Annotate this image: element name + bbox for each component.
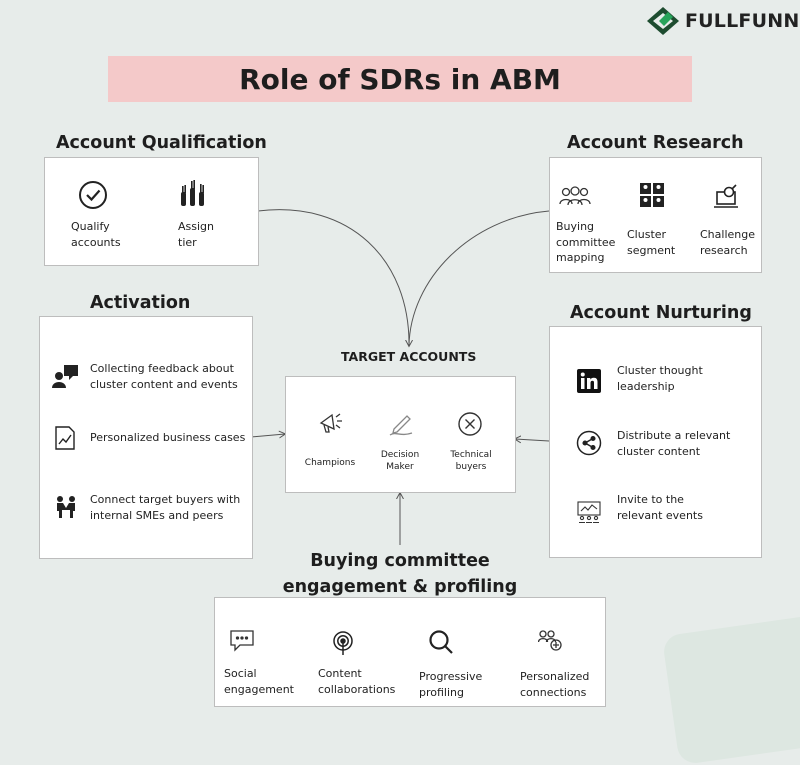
champions-label: Champions: [304, 458, 356, 468]
challenge-research-label: Challenge research: [700, 228, 755, 257]
fullfunnel-logo-icon: [647, 7, 679, 35]
x-circle-icon: [458, 412, 482, 436]
account-research-heading: Account Research: [567, 133, 744, 153]
target-accounts-heading: TARGET ACCOUNTS: [341, 349, 477, 364]
account-qualification-heading: Account Qualification: [56, 133, 267, 153]
progressive-profiling-label: Progressive profiling: [419, 670, 483, 699]
megaphone-icon: [318, 411, 344, 435]
personalized-connections-label: Personalized connections: [520, 670, 590, 699]
invite-relevant-events-label: Invite to the relevant events: [617, 493, 703, 522]
account-nurturing-box: Cluster thought leadership Distribute a …: [549, 326, 762, 558]
buying-committee-box: Social engagement Content collaborations…: [214, 597, 606, 707]
content-collaborations-label: Content collaborations: [318, 667, 396, 696]
group-people-icon: [558, 185, 592, 207]
segment-grid-icon: [639, 182, 665, 208]
distribute-relevant-content-label: Distribute a relevant cluster content: [617, 429, 731, 458]
linkedin-icon: [577, 369, 601, 393]
raised-hands-icon: [179, 178, 207, 210]
title-band: Role of SDRs in ABM: [108, 56, 692, 102]
handshake-people-icon: [54, 495, 78, 519]
target-accounts-box: Champions Decision Maker Technical buyer…: [285, 376, 516, 493]
social-engagement-label: Social engagement: [224, 667, 294, 696]
check-circle-icon: [78, 180, 108, 210]
share-icon: [576, 430, 602, 456]
account-nurturing-heading: Account Nurturing: [570, 303, 752, 323]
decision-maker-label: Decision Maker: [380, 450, 420, 472]
technical-buyers-label: Technical buyers: [450, 450, 492, 472]
activation-box: Collecting feedback about cluster conten…: [39, 316, 253, 559]
connector-arrows: [250, 209, 550, 545]
cluster-thought-leadership-label: Cluster thought leadership: [617, 364, 703, 393]
podcast-icon: [332, 631, 354, 657]
chat-bubble-icon: [230, 630, 254, 652]
account-research-box: Buying committee mapping Cluster segment…: [549, 157, 762, 273]
brand-name: FULLFUNNEL: [685, 10, 800, 32]
cluster-segment-label: Cluster segment: [627, 228, 676, 257]
buying-committee-heading: Buying committee engagement & profiling: [282, 551, 518, 597]
chat-person-icon: [52, 363, 80, 389]
activation-heading: Activation: [90, 293, 191, 313]
magnifier-icon: [428, 629, 454, 655]
assign-tier-label: Assign tier: [178, 220, 214, 249]
collecting-feedback-label: Collecting feedback about cluster conten…: [90, 362, 238, 391]
connect-target-buyers-label: Connect target buyers with internal SMEs…: [90, 493, 241, 522]
page-title: Role of SDRs in ABM: [239, 62, 561, 96]
qualify-accounts-label: Qualify accounts: [71, 220, 121, 249]
buying-committee-mapping-label: Buying committee mapping: [556, 220, 616, 264]
brand-logo: FULLFUNNEL: [645, 6, 800, 36]
account-qualification-box: Qualify accounts Assign tier: [44, 157, 259, 266]
connections-icon: [538, 629, 562, 651]
personalized-business-cases-label: Personalized business cases: [90, 431, 246, 444]
chart-document-icon: [54, 425, 76, 451]
pen-sign-icon: [388, 411, 414, 437]
presentation-icon: [577, 501, 601, 523]
laptop-search-icon: [712, 183, 740, 211]
